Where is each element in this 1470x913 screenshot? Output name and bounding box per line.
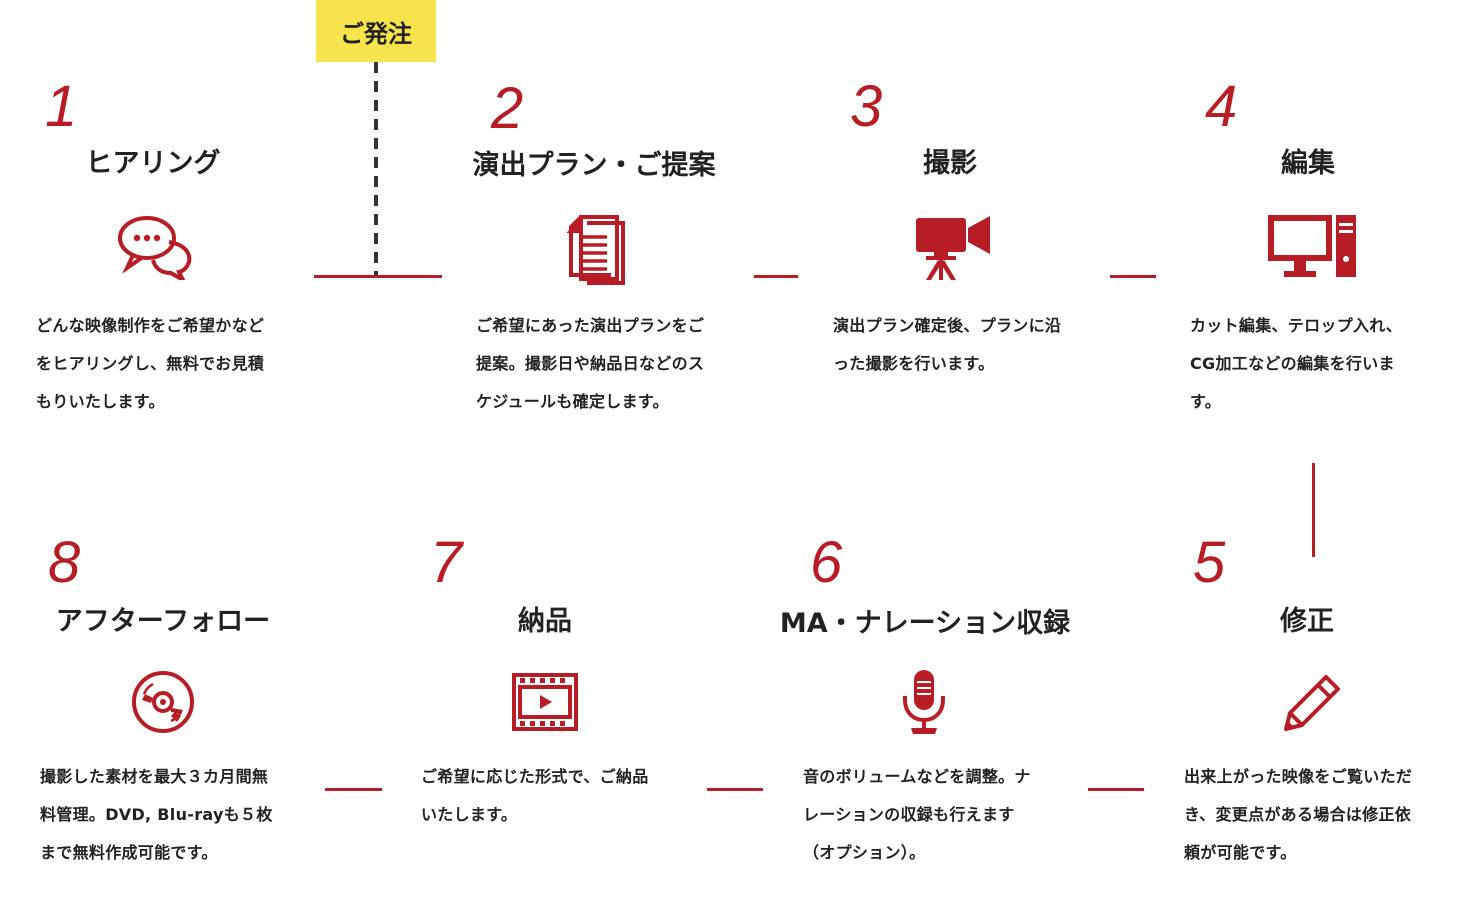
step-description: ご希望に応じた形式で、ご納品 いたします。 (421, 767, 649, 824)
step-title: アフターフォロー (55, 606, 271, 637)
documents-icon (567, 215, 625, 285)
step-title: 納品 (518, 606, 572, 637)
step-number: 5 (1193, 530, 1226, 595)
film-play-icon (512, 673, 578, 731)
connector-6-7 (707, 788, 763, 791)
connector-7-8 (325, 788, 382, 791)
connector-4-5 (1312, 463, 1315, 557)
step-number: 6 (810, 530, 843, 595)
video-camera-icon (916, 216, 990, 280)
step-description: 音のボリュームなどを調整。ナ レーションの収録も行えます （オプション）。 (803, 767, 1031, 862)
step-title: 編集 (1281, 148, 1335, 179)
order-badge: ご発注 (316, 0, 436, 62)
step-title: MA・ナレーション収録 (779, 608, 1071, 639)
connector-5-6 (1088, 788, 1144, 791)
desktop-computer-icon (1268, 215, 1356, 277)
disc-icon (132, 671, 194, 733)
pencil-icon (1284, 675, 1340, 731)
step-number: 7 (430, 530, 463, 595)
step-description: カット編集、テロップ入れ、 CG加工などの編集を行いま す。 (1190, 316, 1403, 411)
step-number: 2 (491, 76, 524, 141)
connector-2-3 (754, 275, 798, 278)
order-dashed-line (374, 62, 378, 276)
step-title: 撮影 (923, 148, 977, 179)
step-description: 撮影した素材を最大３カ月間無 料管理。DVD, Blu-rayも５枚 まで無料作… (40, 767, 273, 862)
step-number: 3 (850, 74, 883, 139)
microphone-icon (903, 670, 945, 734)
step-description: どんな映像制作をご希望かなど をヒアリングし、無料でお見積 もりいたします。 (36, 316, 265, 411)
connector-3-4 (1110, 275, 1156, 278)
step-number: 8 (48, 530, 81, 595)
step-description: 演出プラン確定後、プランに沿 った撮影を行います。 (833, 316, 1062, 373)
step-title: 修正 (1280, 606, 1334, 637)
connector-1-2 (314, 275, 442, 278)
step-description: ご希望にあった演出プランをご 提案。撮影日や納品日などのス ケジュールも確定しま… (476, 316, 705, 411)
step-description: 出来上がった映像をご覧いただ き、変更点がある場合は修正依 頼が可能です。 (1184, 767, 1413, 862)
step-number: 4 (1205, 74, 1238, 139)
step-title: ヒアリング (85, 148, 221, 179)
step-number: 1 (45, 74, 78, 139)
speech-bubbles-icon (118, 216, 192, 280)
step-title: 演出プラン・ご提案 (472, 150, 716, 181)
